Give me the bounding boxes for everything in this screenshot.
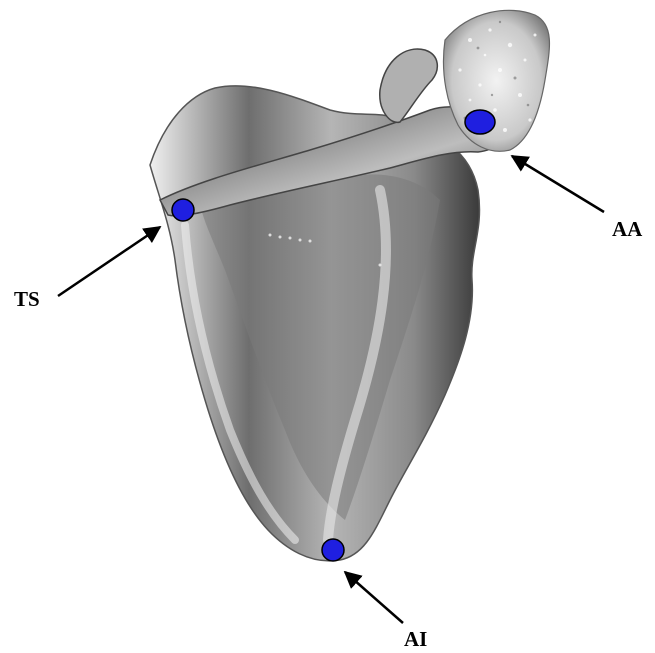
label-ai: AI (404, 627, 427, 651)
arrow-aa (512, 156, 604, 212)
arrow-ts (58, 227, 160, 296)
scapula-bone (150, 10, 549, 561)
landmark-ai-marker (322, 539, 344, 561)
label-aa: AA (612, 217, 643, 241)
landmark-aa-marker (465, 110, 495, 134)
arrow-ai (345, 572, 403, 623)
landmark-ts-marker (172, 199, 194, 221)
label-ts: TS (14, 287, 40, 311)
